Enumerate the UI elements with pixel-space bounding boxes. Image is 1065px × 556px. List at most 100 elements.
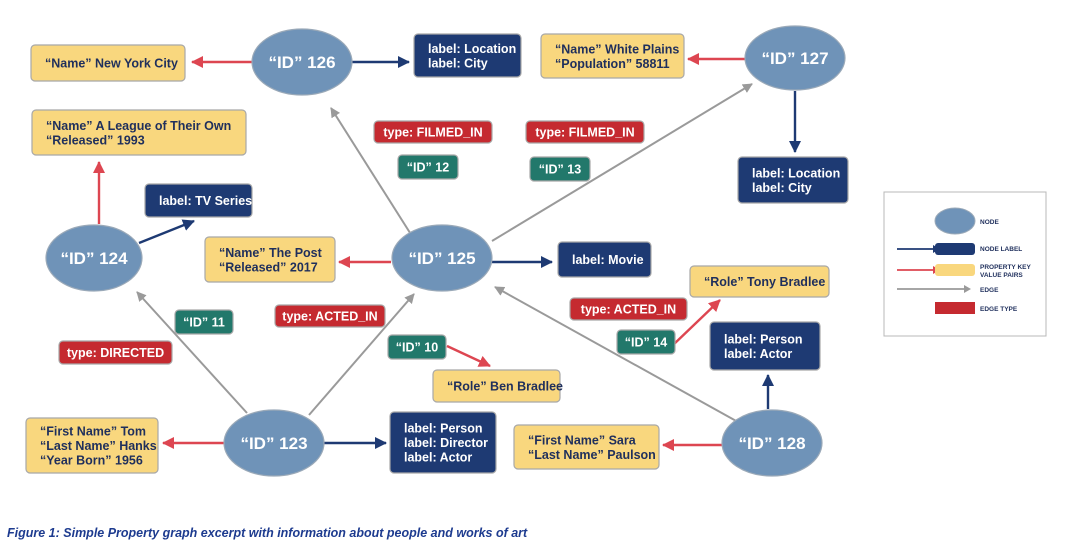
property-box-e10: “Role” Ben Bradlee: [432, 369, 563, 403]
property-box-126-line: “Name” New York City: [45, 57, 178, 71]
property-box-e10-box: [432, 369, 561, 403]
property-box-124-line: “Name” A League of Their Own: [46, 119, 231, 133]
property-box-128: “First Name” Sara“Last Name” Paulson: [513, 424, 660, 470]
node-ellipse: [744, 25, 846, 91]
node-id-text: “ID” 127: [761, 49, 828, 68]
node-label-123-line: label: Director: [404, 436, 488, 450]
node-label-127-box: [737, 156, 849, 204]
edge-id-13: “ID” 13: [529, 156, 591, 182]
node-123: “ID” 123: [223, 409, 325, 477]
node-label-125-line: label: Movie: [572, 253, 644, 267]
property-edge-id14: [672, 299, 721, 346]
property-box-e14-line: “Role” Tony Bradlee: [704, 275, 825, 289]
node-label-127-line: label: City: [752, 181, 812, 195]
edge-id-10: “ID” 10: [387, 334, 447, 360]
property-box-127-line: “Name” White Plains: [555, 42, 679, 56]
node-label-123-line: label: Actor: [404, 451, 472, 465]
node-label-128-box: [709, 321, 821, 371]
legend-property-swatch: [935, 264, 975, 276]
legend-edge-type-text: EDGE TYPE: [980, 306, 1018, 313]
edge-id-12: “ID” 12: [397, 154, 459, 180]
property-box-127-box: [540, 33, 685, 79]
edge-type-14: type: ACTED_IN: [569, 297, 688, 321]
node-ellipse: [721, 409, 823, 477]
node-id-text: “ID” 128: [738, 434, 805, 453]
edge-id-14-box: [616, 329, 676, 355]
property-box-126-box: [30, 44, 186, 82]
legend-node-text: NODE: [980, 219, 999, 226]
label-edge-124: [138, 219, 195, 245]
edge-id-14: “ID” 14: [616, 329, 676, 355]
legend-edge-type-swatch: [935, 302, 975, 314]
property-box-125: “Name” The Post“Released” 2017: [204, 236, 336, 283]
property-box-124-line: “Released” 1993: [46, 133, 145, 147]
edge-type-10: type: ACTED_IN: [274, 304, 386, 328]
property-edge-id10: [446, 344, 491, 368]
edge-id-10-box: [387, 334, 447, 360]
edge-id-11-line: “ID” 11: [183, 316, 225, 330]
edge-type-13-line: type: FILMED_IN: [535, 126, 634, 140]
property-box-123-line: “Year Born” 1956: [40, 454, 143, 468]
node-ellipse: [45, 224, 143, 292]
legend-node-swatch: [934, 207, 976, 235]
edge-type-12-line: type: FILMED_IN: [383, 126, 482, 140]
edges-layer: [93, 53, 801, 451]
node-128: “ID” 128: [721, 409, 823, 477]
property-box-128-line: “Last Name” Paulson: [528, 448, 656, 462]
property-box-125-line: “Released” 2017: [219, 260, 318, 274]
edge-125-to-126: [330, 107, 413, 237]
edge-type-11-line: type: DIRECTED: [67, 346, 164, 360]
edge-type-13-box: [525, 120, 645, 144]
node-label-128-line: label: Person: [724, 332, 803, 346]
property-box-125-box: [204, 236, 336, 283]
property-box-126: “Name” New York City: [30, 44, 186, 82]
node-label-125-box: [557, 241, 652, 278]
property-box-123: “First Name” Tom“Last Name” Hanks“Year B…: [25, 417, 159, 474]
property-box-123-line: “First Name” Tom: [40, 425, 146, 439]
nodes-layer: “ID” 126 “ID” 127 “ID” 124 “ID” 125 “ID” 123…: [45, 25, 846, 477]
property-box-e14-box: [689, 265, 830, 298]
node-label-128-line: label: Actor: [724, 347, 792, 361]
property-box-127: “Name” White Plains“Population” 58811: [540, 33, 685, 79]
edge-id-12-box: [397, 154, 459, 180]
edge-type-14-line: type: ACTED_IN: [581, 303, 676, 317]
edge-id-11: “ID” 11: [174, 309, 234, 335]
node-label-124-line: label: TV Series: [159, 194, 252, 208]
edge-id-13-box: [529, 156, 591, 182]
edge-id-11-box: [174, 309, 234, 335]
legend-edge-text: EDGE: [980, 287, 999, 294]
node-label-126-line: label: City: [428, 56, 488, 70]
node-label-126-line: label: Location: [428, 42, 516, 56]
legend-edge-arrowhead: [964, 285, 971, 293]
node-124: “ID” 124: [45, 224, 143, 292]
node-label-124: label: TV Series: [144, 183, 253, 218]
node-id-text: “ID” 125: [408, 249, 475, 268]
property-box-128-box: [513, 424, 660, 470]
node-id-text: “ID” 123: [240, 434, 307, 453]
legend-node-label-text: NODE LABEL: [980, 246, 1022, 253]
edge-123-to-124: [136, 291, 248, 414]
edge-125-to-127: [491, 83, 753, 242]
edge-type-10-line: type: ACTED_IN: [282, 310, 377, 324]
node-label-123-line: label: Person: [404, 422, 483, 436]
node-label-125: label: Movie: [557, 241, 652, 278]
node-label-124-box: [144, 183, 253, 218]
edge-type-11-box: [58, 340, 173, 365]
node-126: “ID” 126: [251, 28, 353, 96]
property-box-128-line: “First Name” Sara: [528, 433, 637, 447]
node-id-text: “ID” 126: [268, 53, 335, 72]
property-box-124-box: [31, 109, 247, 156]
property-box-124: “Name” A League of Their Own“Released” 1…: [31, 109, 247, 156]
legend-property-text-1: PROPERTY KEY: [980, 264, 1031, 271]
node-label-123-box: [389, 411, 497, 474]
node-125: “ID” 125: [391, 224, 493, 292]
property-box-123-line: “Last Name” Hanks: [40, 439, 157, 453]
property-box-125-line: “Name” The Post: [219, 246, 323, 260]
node-label-127-line: label: Location: [752, 166, 840, 180]
node-ellipse: [391, 224, 493, 292]
edge-type-12-box: [373, 120, 493, 144]
